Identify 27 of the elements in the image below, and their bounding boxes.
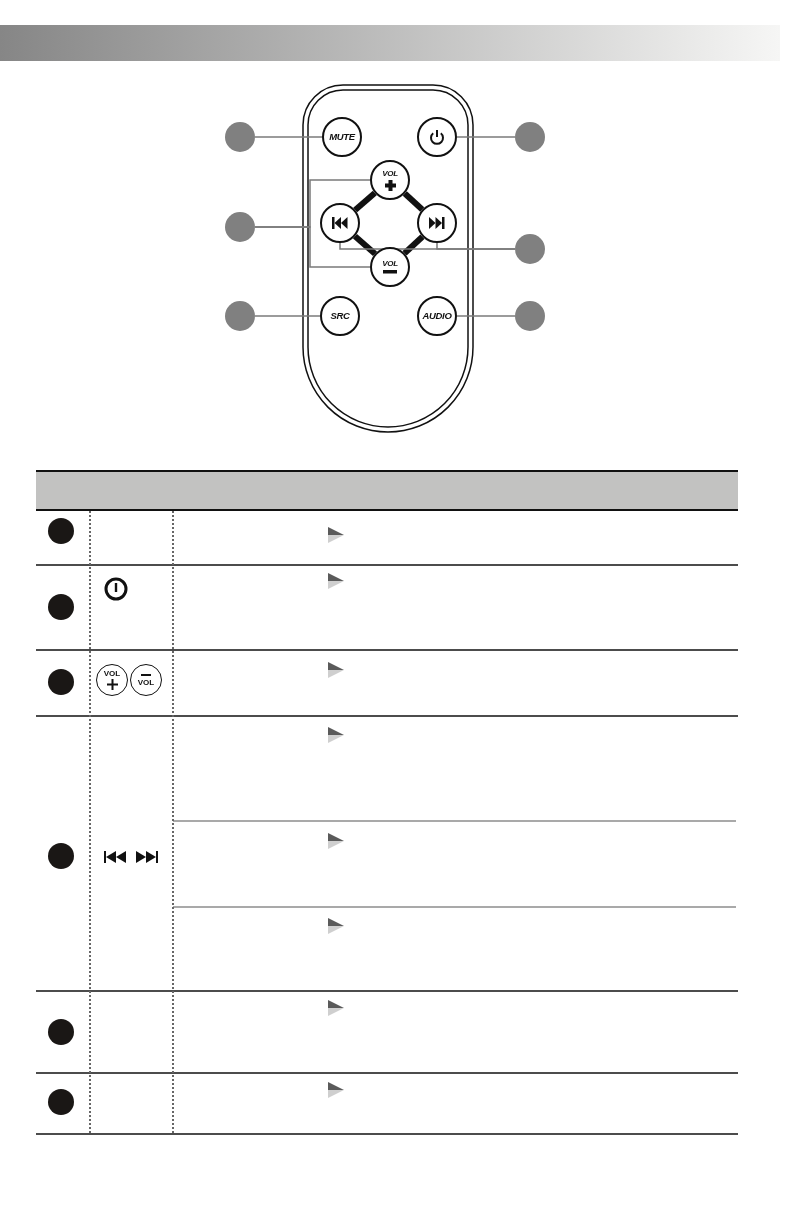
power-button (417, 117, 457, 157)
callout-circle (225, 122, 255, 152)
volume-up-button: VOL (370, 160, 410, 200)
leader-line (436, 242, 516, 250)
mute-button: MUTE (322, 117, 362, 157)
source-button: SRC (320, 296, 360, 336)
callout-circle (225, 301, 255, 331)
keypad-frame-line (353, 190, 377, 213)
callout-circle (515, 301, 545, 331)
symbol-caption: VOL (137, 678, 155, 687)
symbol-caption: VOL (103, 670, 121, 678)
keypad-frame-line (402, 234, 425, 256)
title-bar (0, 25, 780, 61)
audio-button: AUDIO (417, 296, 457, 336)
leader-line (456, 136, 516, 138)
keypad-frame-line (353, 233, 377, 257)
previous-track-button (320, 203, 360, 243)
leader-line (456, 315, 516, 317)
leader-line (254, 136, 323, 138)
keypad-frame-line (402, 191, 425, 212)
next-track-button (417, 203, 457, 243)
volume-down-button: VOL (370, 247, 410, 287)
callout-circle (515, 234, 545, 264)
callout-circle (515, 122, 545, 152)
callout-circle (225, 212, 255, 242)
leader-line (254, 315, 321, 317)
leader-line (254, 226, 371, 268)
